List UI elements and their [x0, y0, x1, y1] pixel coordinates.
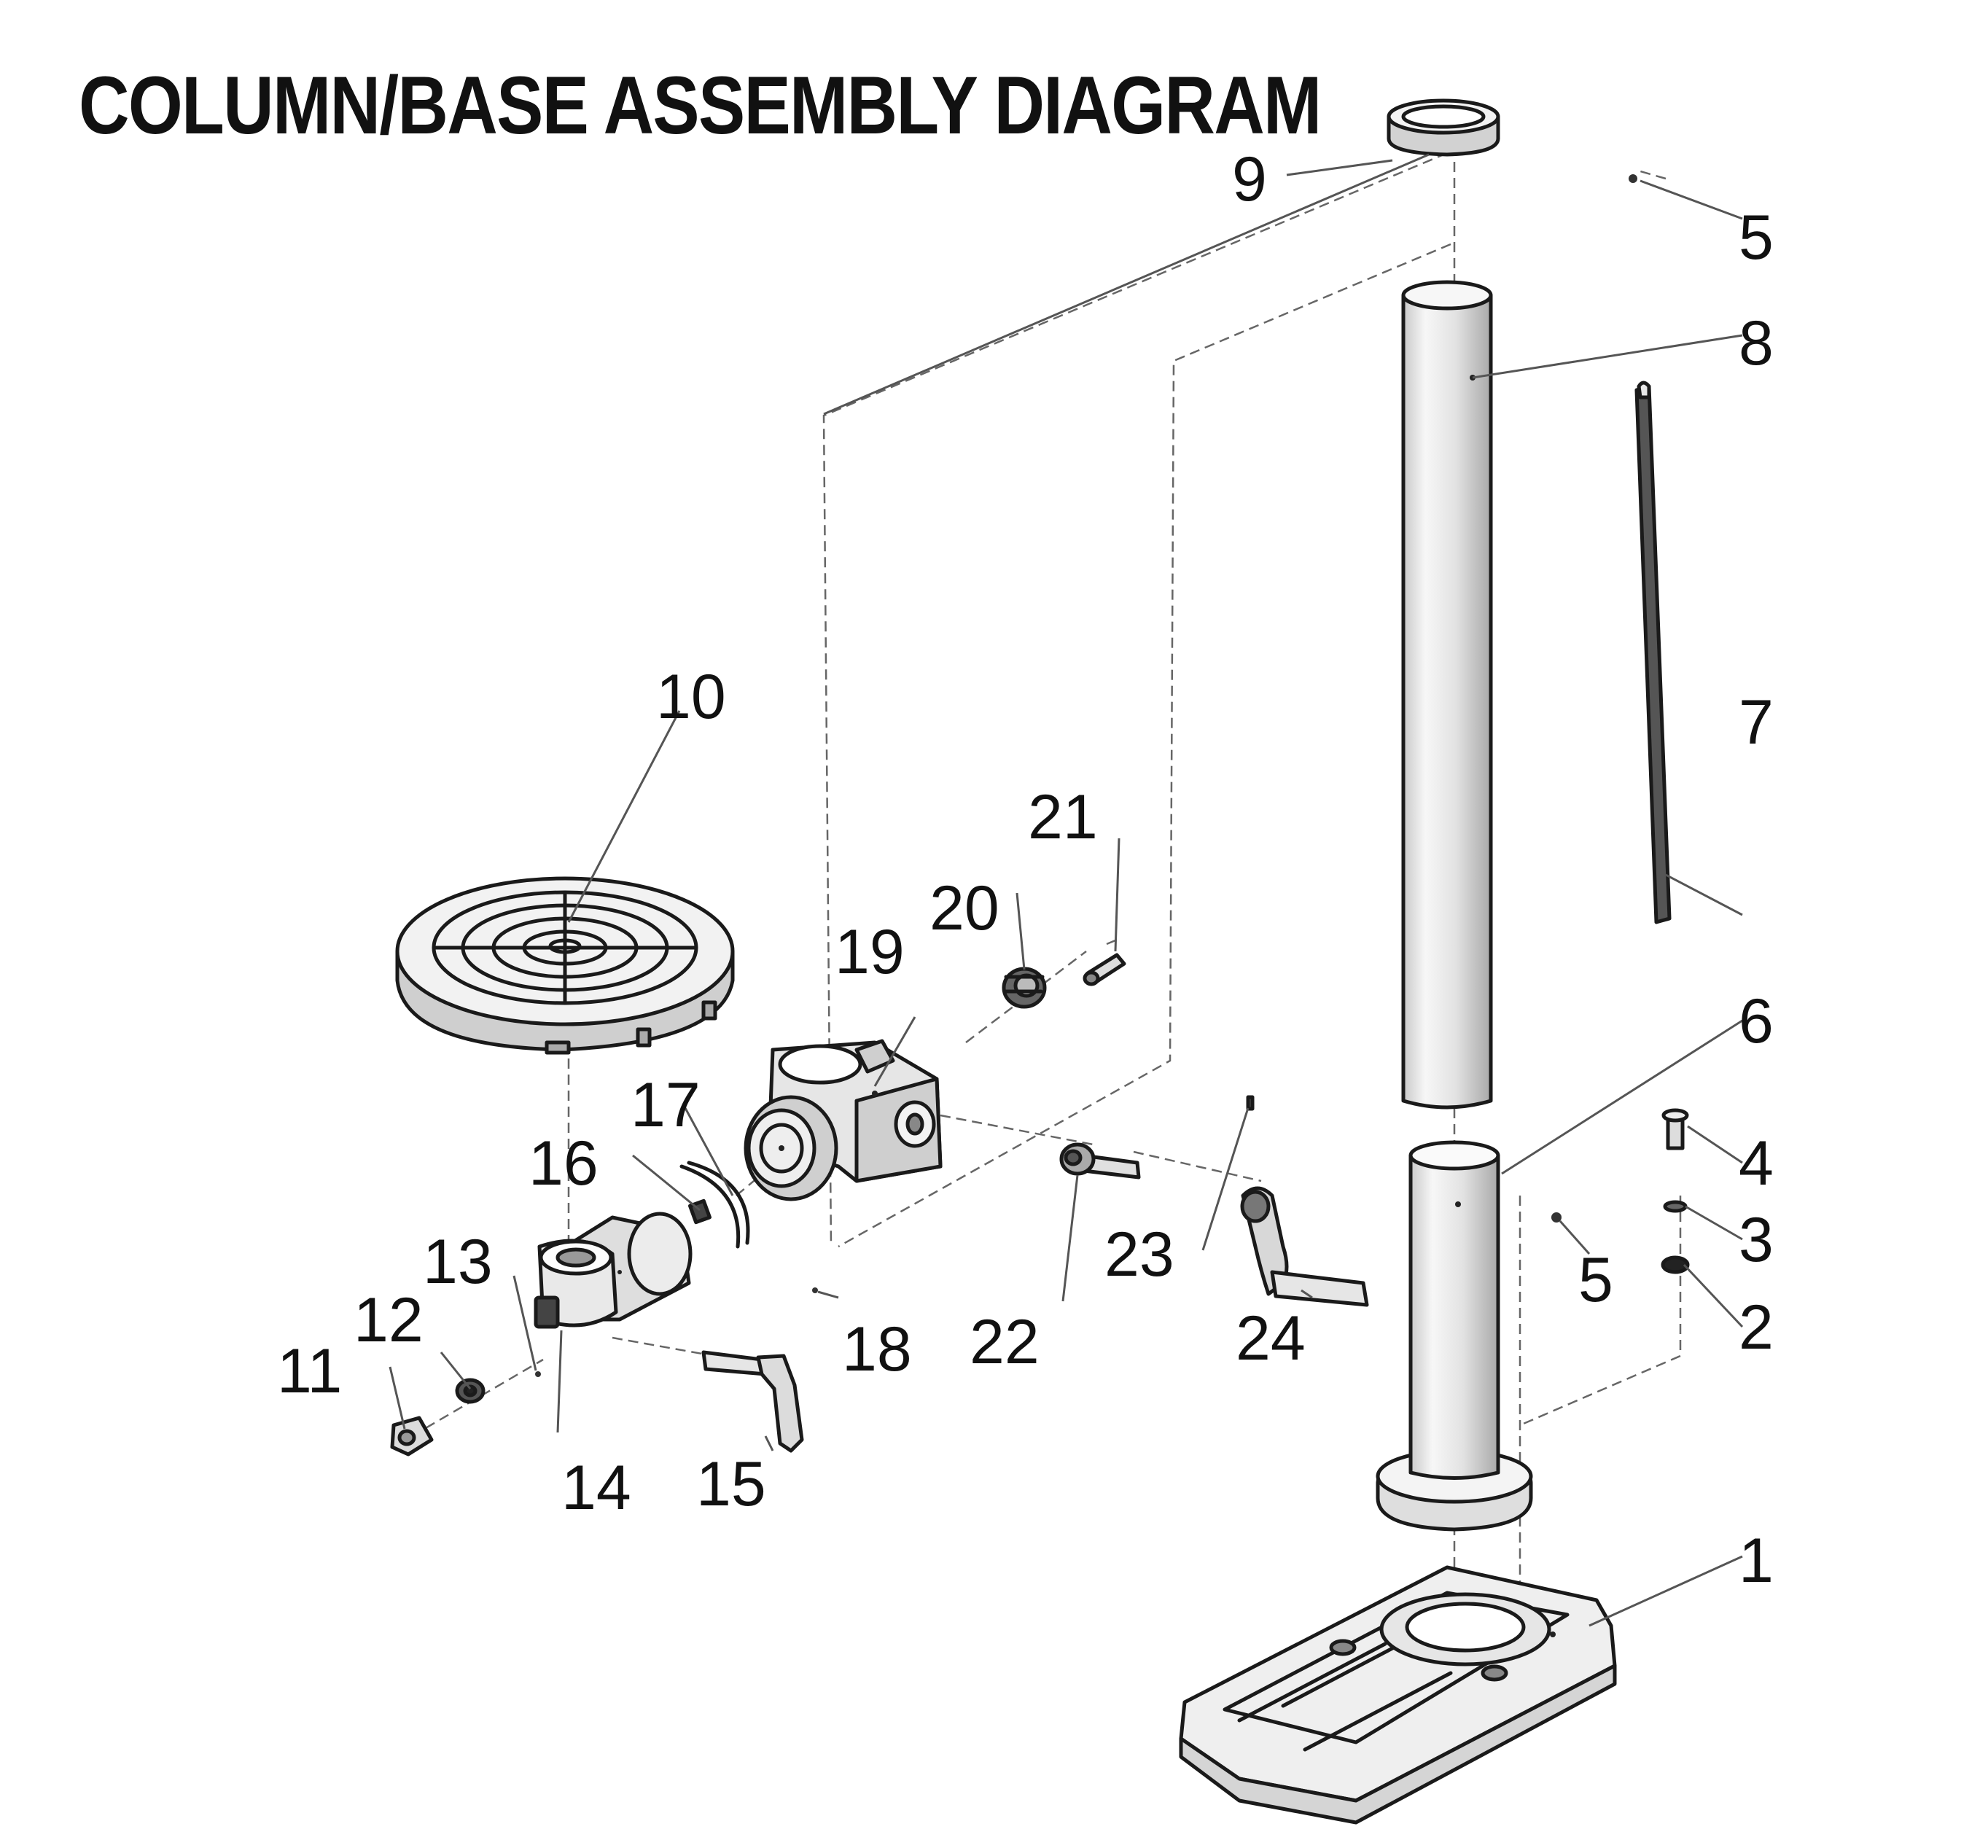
table-arm	[534, 1212, 693, 1329]
shaft-21	[1083, 953, 1126, 986]
column	[1401, 280, 1493, 1110]
diagram-title: COLUMN/BASE ASSEMBLY DIAGRAM	[79, 60, 1322, 151]
hardware-right	[1551, 174, 1690, 1274]
callout-4: 4	[1739, 1128, 1774, 1198]
callout-22: 22	[970, 1307, 1040, 1377]
callout-24: 24	[1236, 1303, 1306, 1373]
callout-20: 20	[929, 873, 999, 943]
callout-3: 3	[1739, 1205, 1774, 1275]
callout-8: 8	[1739, 308, 1774, 378]
callout-16: 16	[529, 1128, 599, 1198]
hardware-left	[390, 1371, 541, 1457]
callout-5-lower: 5	[1578, 1245, 1613, 1315]
pin-23	[1246, 1095, 1255, 1111]
callout-10: 10	[656, 662, 726, 732]
column-ring	[1387, 98, 1500, 157]
callout-2: 2	[1739, 1293, 1774, 1362]
callout-18: 18	[842, 1314, 912, 1384]
callout-1: 1	[1739, 1526, 1774, 1596]
callout-12: 12	[354, 1285, 424, 1355]
callout-15: 15	[696, 1449, 766, 1519]
handle-15	[701, 1350, 804, 1453]
leader-lines	[389, 153, 1744, 1627]
callout-5-top: 5	[1739, 203, 1774, 273]
worm-gear	[1002, 967, 1047, 1009]
column-support	[1376, 1140, 1533, 1532]
callout-labels: 1 2 3 4 5 5 6 7 8 9 10 11 12 13 14 15 16…	[277, 144, 1774, 1596]
callout-6: 6	[1739, 986, 1774, 1056]
callout-13: 13	[423, 1227, 493, 1297]
rack	[1634, 381, 1672, 924]
callout-7: 7	[1739, 687, 1774, 757]
callout-14: 14	[561, 1453, 631, 1523]
crank-shaft	[1059, 1142, 1141, 1180]
crank-handle	[1240, 1186, 1369, 1307]
callout-11: 11	[277, 1336, 342, 1406]
callout-23: 23	[1104, 1220, 1174, 1290]
callout-21: 21	[1028, 782, 1098, 852]
callout-9: 9	[1232, 144, 1267, 214]
base	[1179, 1565, 1617, 1825]
screw-18	[812, 1287, 818, 1293]
gear-segment	[679, 1161, 750, 1249]
callout-19: 19	[835, 917, 905, 987]
callout-17: 17	[631, 1070, 701, 1140]
table	[395, 876, 735, 1055]
table-bracket	[744, 1039, 943, 1201]
